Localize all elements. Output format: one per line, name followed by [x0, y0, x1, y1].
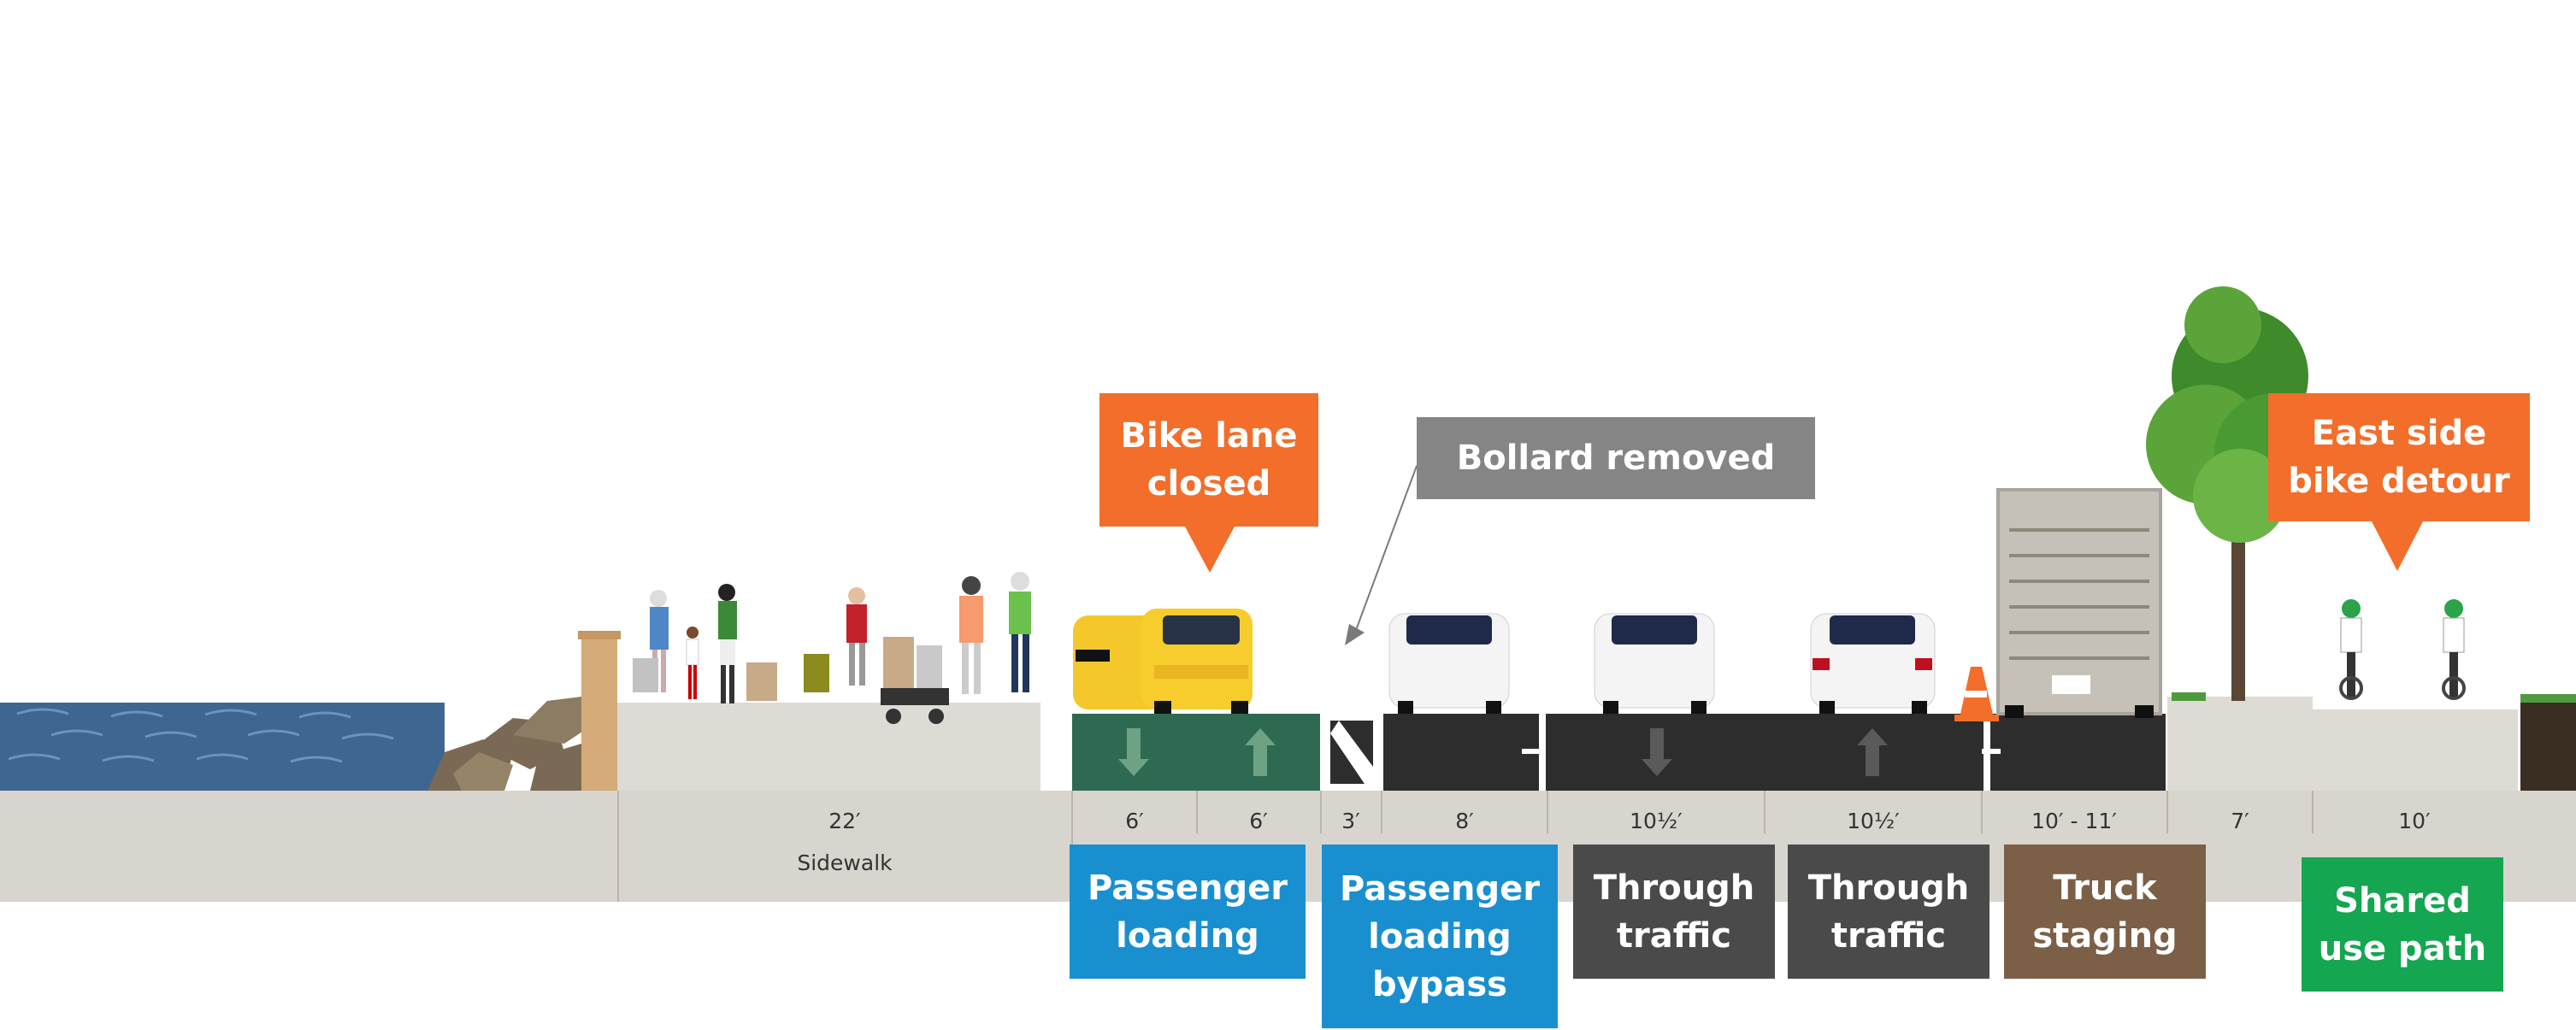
dim-sidewalk: 22′	[828, 809, 861, 833]
bike-lane-surface	[1072, 714, 1320, 791]
tag-truck-staging: Truck staging	[2004, 845, 2206, 979]
dim-truck: 10′ - 11′	[2031, 809, 2117, 833]
road-arrows	[1642, 728, 1888, 776]
box-truck	[1996, 488, 2162, 718]
planting-strip	[2167, 697, 2313, 791]
bike-lane-arrows	[1118, 728, 1276, 776]
pedestrians	[633, 572, 1031, 724]
rocks	[427, 697, 590, 791]
taxi-cab	[1073, 609, 1253, 714]
cyclists	[2339, 599, 2466, 700]
callout-bike-lane-closed: Bike lane closed	[1120, 416, 1298, 503]
label-sidewalk: Sidewalk	[797, 850, 893, 875]
tag-shared-use-path: Shared use path	[2302, 857, 2503, 992]
tag-through-traffic-1: Through traffic	[1573, 845, 1775, 979]
tag-passenger-loading-bypass: Passenger loading bypass	[1322, 845, 1558, 1028]
car-parking-lane	[1388, 613, 1510, 714]
dim-path: 10′	[2398, 809, 2431, 833]
callout-bollard-removed: Bollard removed	[1456, 438, 1776, 478]
water	[0, 703, 445, 791]
car-through-lane-1	[1594, 613, 1715, 714]
dim-bike-lane-1: 6′	[1125, 809, 1144, 833]
road-surface	[1383, 714, 2166, 791]
sidewalk-surface	[617, 703, 1040, 791]
tag-passenger-loading: Passenger loading	[1070, 845, 1306, 979]
dim-parking: 8′	[1455, 809, 1474, 833]
dim-planting: 7′	[2231, 809, 2249, 833]
buffer-zone	[1323, 714, 1380, 791]
dim-through-1: 10½′	[1630, 809, 1683, 833]
callout-bollard-removed-shape	[1345, 417, 1815, 645]
dim-through-2: 10½′	[1847, 809, 1900, 833]
callout-east-side-detour-shape	[2268, 393, 2530, 571]
seawall-post	[581, 637, 617, 791]
callout-east-side-detour: East side bike detour	[2288, 414, 2510, 501]
shared-path-surface	[2313, 709, 2518, 791]
callout-bike-lane-closed-shape	[1099, 393, 1318, 573]
tag-through-traffic-2: Through traffic	[1788, 845, 1989, 979]
traffic-cone	[1954, 667, 1999, 721]
dim-buffer: 3′	[1341, 809, 1360, 833]
dim-bike-lane-2: 6′	[1249, 809, 1268, 833]
car-through-lane-2	[1810, 613, 1936, 714]
